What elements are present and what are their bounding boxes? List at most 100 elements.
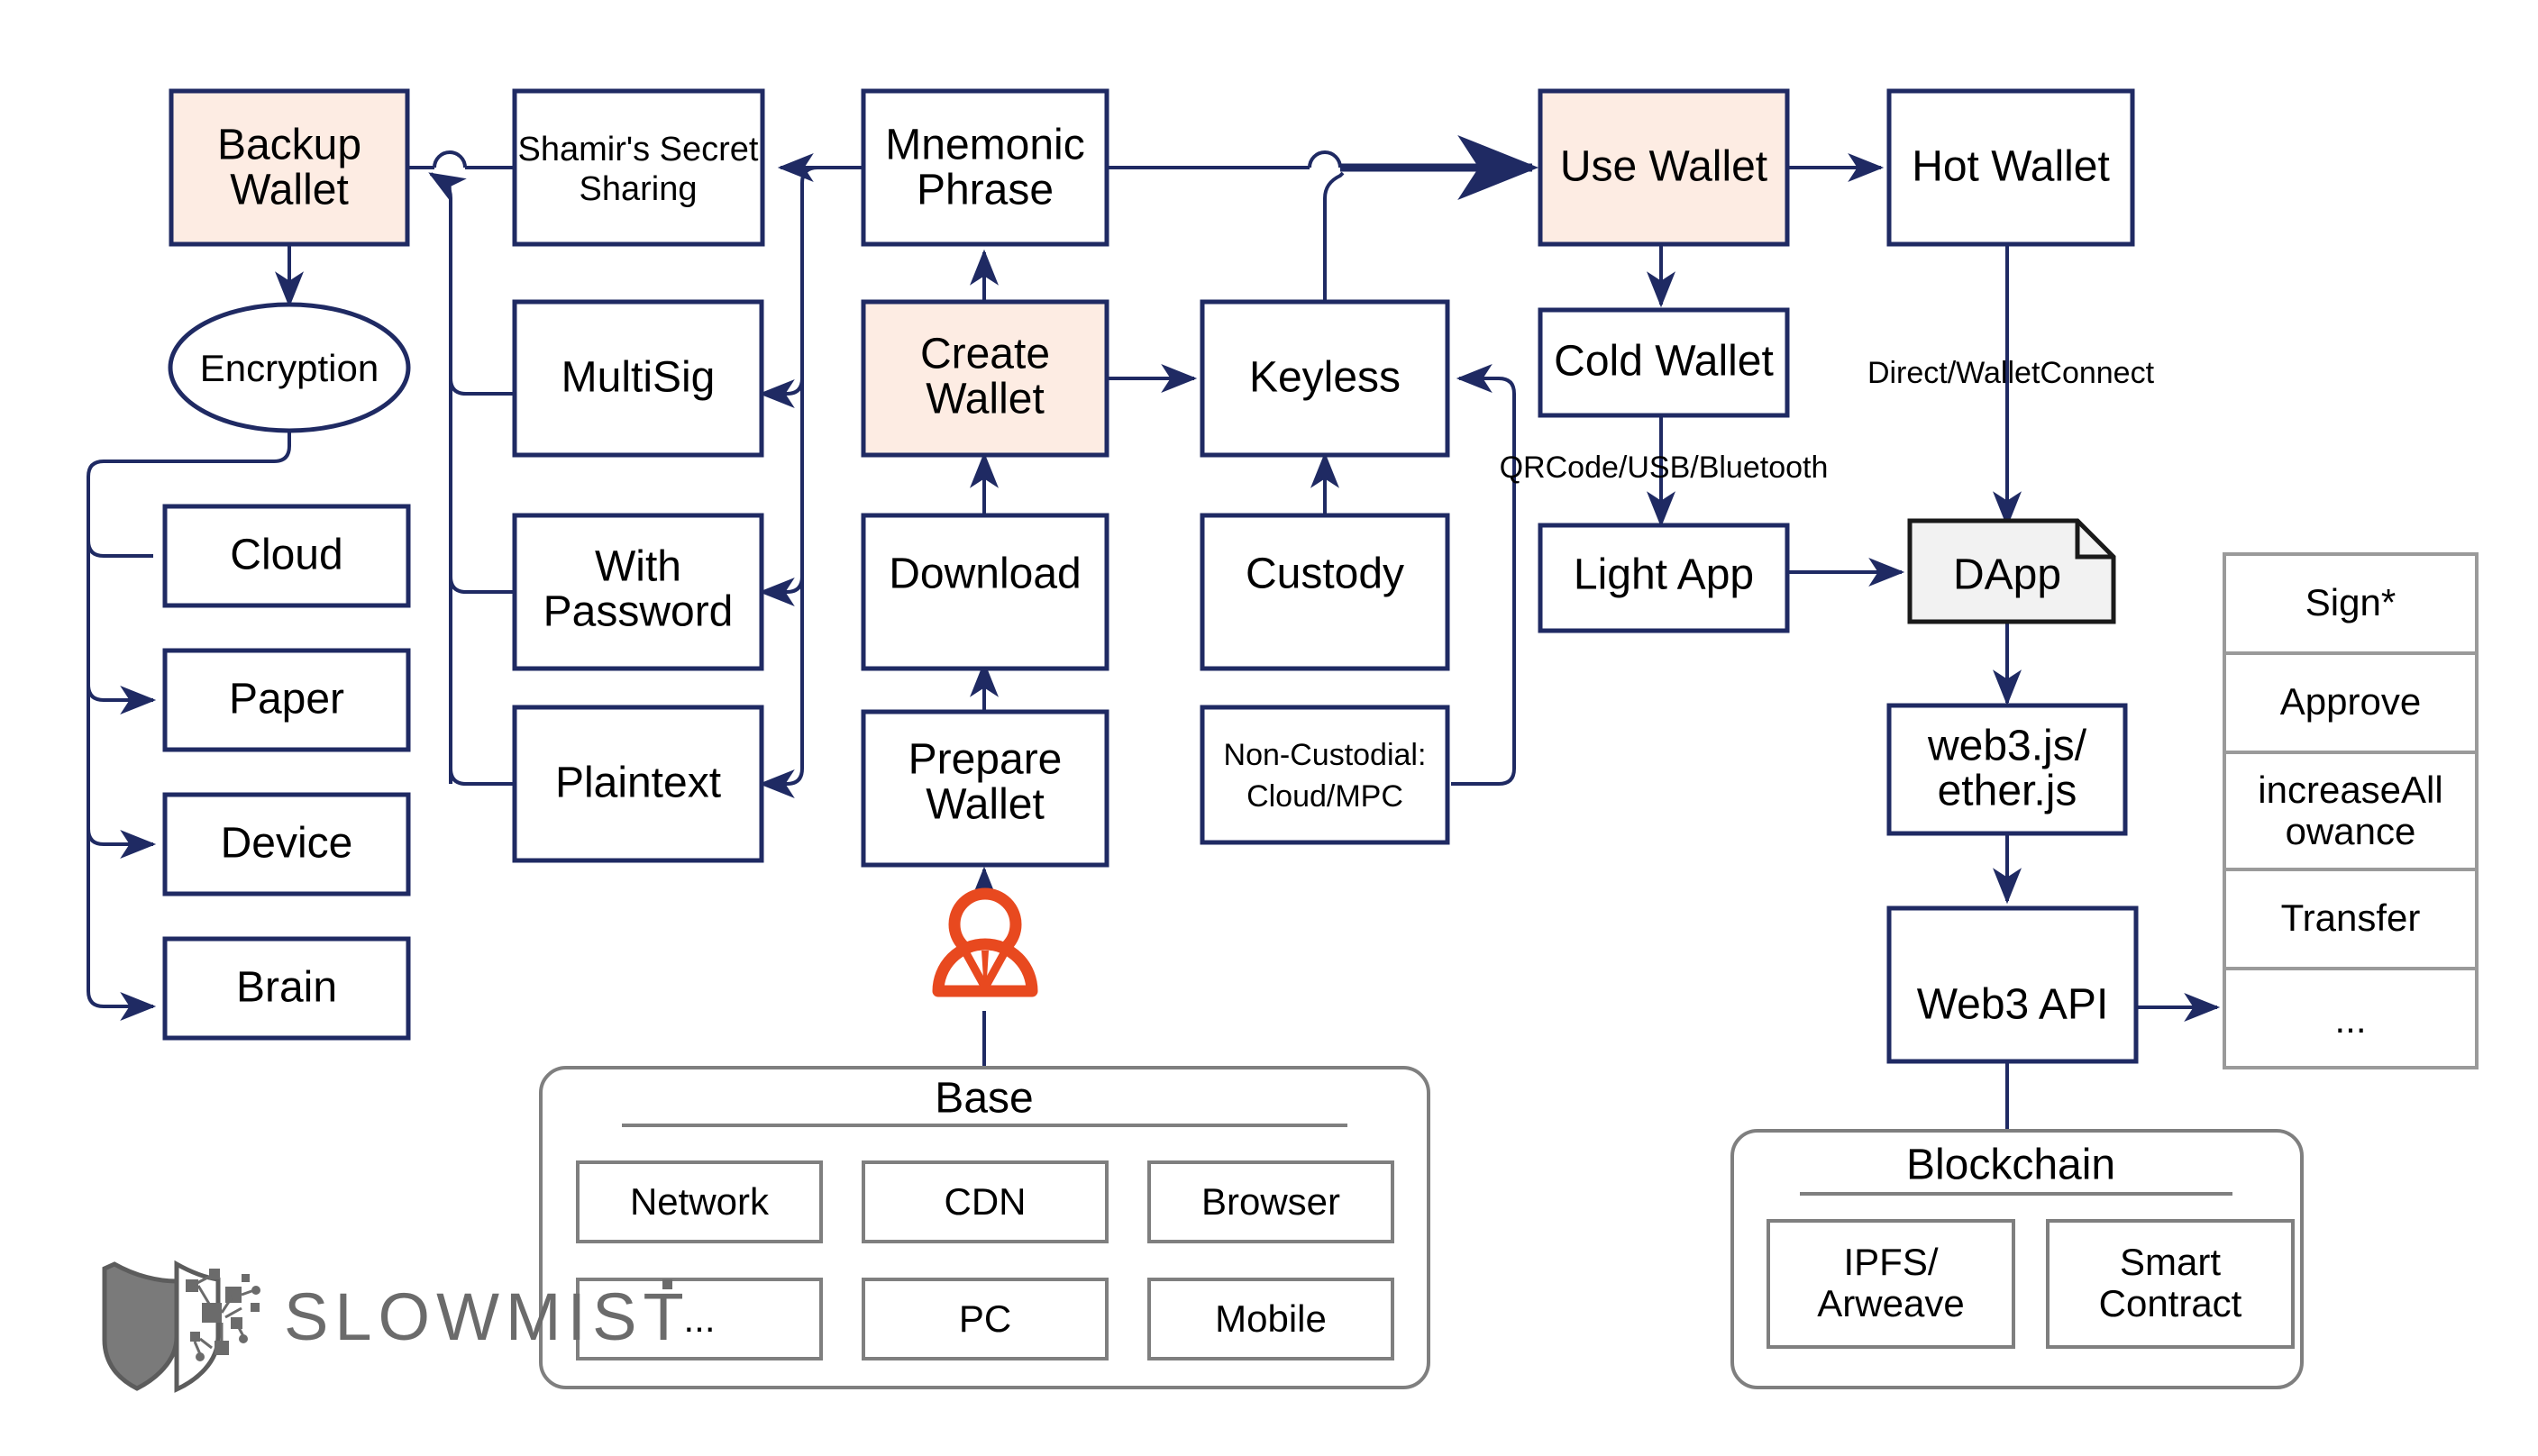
node-prepare-wallet[interactable]: Prepare Wallet <box>861 709 1109 868</box>
group-base-item-mobile-label: Mobile <box>1215 1297 1327 1340</box>
node-multisig[interactable]: MultiSig <box>512 299 764 458</box>
network-dots-icon <box>186 1269 260 1361</box>
node-hot-wallet[interactable]: Hot Wallet <box>1886 88 2135 247</box>
group-base-title: Base <box>935 1075 1033 1123</box>
node-backup-wallet-line2: Wallet <box>230 167 349 214</box>
node-multisig-label: MultiSig <box>561 354 716 402</box>
edge-bus-password <box>449 576 515 594</box>
node-download[interactable]: Download <box>861 513 1109 671</box>
actions-list-item-more[interactable] <box>2223 967 2479 1069</box>
node-prepare-wallet-line1: Prepare <box>908 736 1063 784</box>
group-base-item-cdn[interactable] <box>862 1160 1109 1243</box>
edge-keyless-to-usewallet-riser <box>1323 171 1345 305</box>
node-keyless[interactable]: Keyless <box>1200 299 1450 458</box>
group-base: Base Network CDN Browser ... PC Mobile <box>539 1066 1430 1389</box>
actions-list-item-transfer-label: Transfer <box>2281 896 2421 939</box>
group-blockchain-item-ipfs-line1: IPFS/ <box>1843 1241 1938 1283</box>
edge-mnemonic-to-multisig <box>758 378 804 408</box>
group-base-item-network[interactable] <box>576 1160 823 1243</box>
edge-label-qrcode: QRCode/USB/Bluetooth <box>1500 450 1829 485</box>
node-use-wallet[interactable]: Use Wallet <box>1538 88 1790 247</box>
group-blockchain-item-sc-line2: Contract <box>2099 1282 2242 1324</box>
node-plaintext-label: Plaintext <box>555 760 721 807</box>
actions-list: Sign* Approve increaseAll owance Transfe… <box>2223 552 2479 1069</box>
node-cold-wallet[interactable]: Cold Wallet <box>1538 307 1790 418</box>
edge-bus-to-backup <box>428 172 467 784</box>
slowmist-logo: SLOWMIST <box>102 1260 690 1393</box>
group-base-item-browser[interactable] <box>1147 1160 1394 1243</box>
actions-list-item-sign-label: Sign* <box>2305 581 2396 623</box>
group-blockchain-item-ipfs-line2: Arweave <box>1817 1282 1964 1324</box>
edge-encryption-to-device <box>87 828 157 859</box>
group-base-item-pc-label: PC <box>959 1297 1011 1340</box>
group-base-item-more-label: ... <box>683 1297 715 1340</box>
node-cold-wallet-label: Cold Wallet <box>1554 338 1774 386</box>
node-device[interactable]: Device <box>162 792 411 896</box>
node-light-app[interactable]: Light App <box>1538 523 1790 633</box>
node-custody[interactable]: Custody <box>1200 513 1450 671</box>
actions-list-item-more-label: ... <box>2334 998 2366 1041</box>
edge-encryption-to-cloud <box>87 540 153 558</box>
node-web3-api[interactable]: Web3 API <box>1886 905 2139 1064</box>
shield-icon <box>102 1261 179 1391</box>
node-dapp[interactable]: DApp <box>1907 518 2116 624</box>
group-blockchain: Blockchain IPFS/ Arweave Smart Contract <box>1730 1129 2304 1389</box>
node-web3js-line1: web3.js/ <box>1927 723 2087 770</box>
actions-list-item-increase-allowance[interactable] <box>2223 751 2479 871</box>
node-keyless-label: Keyless <box>1249 354 1401 402</box>
node-encryption-label: Encryption <box>200 347 379 389</box>
node-encryption[interactable]: Encryption <box>168 302 411 433</box>
node-mnemonic-line2: Phrase <box>917 167 1054 214</box>
edge-encryption-to-brain <box>87 431 291 1021</box>
edge-label-direct: Direct/WalletConnect <box>1867 356 2155 390</box>
actions-list-item-ia-line2: owance <box>2286 810 2416 852</box>
node-plaintext[interactable]: Plaintext <box>512 705 764 863</box>
node-dapp-label: DApp <box>1953 551 2061 599</box>
edge-bus-plaintext <box>449 768 515 786</box>
node-brain-label: Brain <box>236 964 337 1012</box>
node-hot-wallet-label: Hot Wallet <box>1912 143 2110 191</box>
group-base-item-mobile[interactable] <box>1147 1278 1394 1360</box>
edge-mnemonic-to-plaintext <box>758 166 863 798</box>
node-with-password[interactable]: With Password <box>512 513 764 671</box>
actions-list-item-approve[interactable] <box>2223 651 2479 754</box>
group-base-item-browser-label: Browser <box>1201 1180 1340 1223</box>
node-prepare-wallet-line2: Wallet <box>926 781 1045 829</box>
group-base-item-pc[interactable] <box>862 1278 1109 1360</box>
node-light-app-label: Light App <box>1574 551 1754 599</box>
edge-mnemonic-jump <box>1308 150 1342 168</box>
group-base-item-network-label: Network <box>630 1180 770 1223</box>
node-web3js[interactable]: web3.js/ ether.js <box>1886 703 2128 836</box>
group-base-item-cdn-label: CDN <box>945 1180 1027 1223</box>
actions-list-item-approve-label: Approve <box>2280 680 2421 723</box>
node-download-label: Download <box>889 551 1081 598</box>
node-backup-wallet[interactable]: Backup Wallet <box>169 88 410 247</box>
node-create-wallet[interactable]: Create Wallet <box>861 299 1109 458</box>
edge-shamir-jump <box>433 150 467 168</box>
node-backup-wallet-line1: Backup <box>217 122 361 169</box>
group-blockchain-title: Blockchain <box>1906 1142 2115 1189</box>
node-with-password-line2: Password <box>543 588 734 636</box>
node-brain[interactable]: Brain <box>162 936 411 1041</box>
node-paper[interactable]: Paper <box>162 648 411 752</box>
node-shamir-secret-sharing[interactable]: Shamir's Secret Sharing <box>512 88 765 247</box>
node-device-label: Device <box>221 820 353 868</box>
actions-list-item-sign[interactable] <box>2223 552 2479 655</box>
edge-encryption-to-paper <box>87 684 157 714</box>
group-base-item-more[interactable] <box>576 1278 823 1360</box>
node-non-custodial[interactable]: Non-Custodial: Cloud/MPC <box>1200 705 1450 845</box>
node-cloud-label: Cloud <box>230 532 342 579</box>
node-cloud[interactable]: Cloud <box>162 504 411 608</box>
user-icon <box>932 887 1038 997</box>
group-blockchain-item-smart-contract[interactable] <box>2046 1219 2295 1349</box>
node-create-wallet-line1: Create <box>920 331 1050 378</box>
group-blockchain-item-ipfs[interactable] <box>1767 1219 2015 1349</box>
node-with-password-line1: With <box>595 543 681 591</box>
node-custody-label: Custody <box>1246 551 1404 598</box>
slowmist-wordmark: SLOWMIST <box>284 1279 690 1354</box>
node-shamir-line2: Sharing <box>580 170 698 208</box>
actions-list-item-ia-line1: increaseAll <box>2258 769 2442 811</box>
node-mnemonic-phrase[interactable]: Mnemonic Phrase <box>861 88 1109 247</box>
edge-noncustodial-to-keyless <box>1451 364 1516 786</box>
